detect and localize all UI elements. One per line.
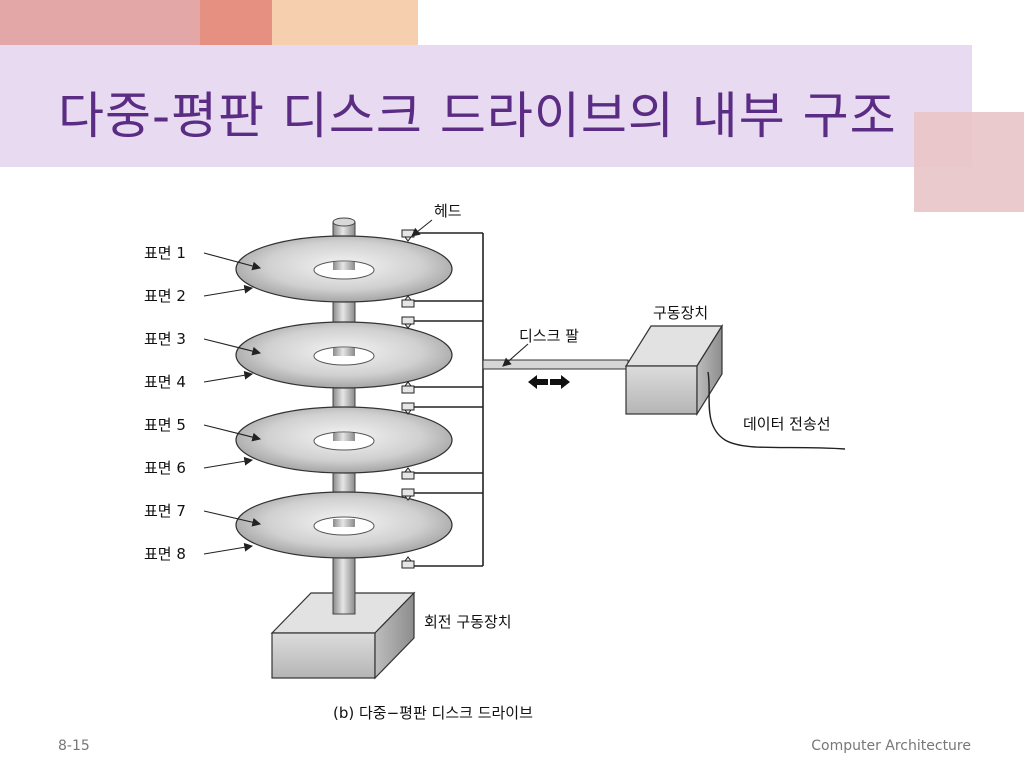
bidirectional-arrow-icon <box>528 375 570 389</box>
surface-label-7: 표면 7 <box>144 502 186 520</box>
platter-4 <box>235 491 453 559</box>
surface-label-4: 표면 4 <box>144 373 186 391</box>
spindle-motor-label: 회전 구동장치 <box>424 613 512 631</box>
platter-1 <box>235 235 453 303</box>
surface-label-6: 표면 6 <box>144 459 186 477</box>
surface-label-5: 표면 5 <box>144 416 186 434</box>
course-name: Computer Architecture <box>811 738 971 754</box>
head-arm-assembly <box>410 232 484 567</box>
figure-caption: (b) 다중−평판 디스크 드라이브 <box>333 704 533 722</box>
disk-arm-label: 디스크 팔 <box>519 327 579 345</box>
head-label: 헤드 <box>434 202 462 220</box>
surface-label-1: 표면 1 <box>144 244 186 262</box>
read-write-heads <box>401 229 415 569</box>
surface-label-2: 표면 2 <box>144 287 186 305</box>
spindle-top <box>332 217 356 227</box>
platter-2 <box>235 321 453 389</box>
data-cable-label: 데이터 전송선 <box>743 415 831 433</box>
title-band <box>0 45 972 167</box>
slide-title: 다중-평판 디스크 드라이브의 내부 구조 <box>58 87 897 145</box>
surface-label-3: 표면 3 <box>144 330 186 348</box>
decor-block-rose <box>914 112 1024 212</box>
leader-lines <box>203 219 529 555</box>
surface-label-8: 표면 8 <box>144 545 186 563</box>
actuator-box <box>624 323 724 417</box>
data-cable <box>707 371 846 450</box>
platter-3 <box>235 406 453 474</box>
slide-number: 8-15 <box>58 738 90 754</box>
actuator-label: 구동장치 <box>653 304 708 322</box>
